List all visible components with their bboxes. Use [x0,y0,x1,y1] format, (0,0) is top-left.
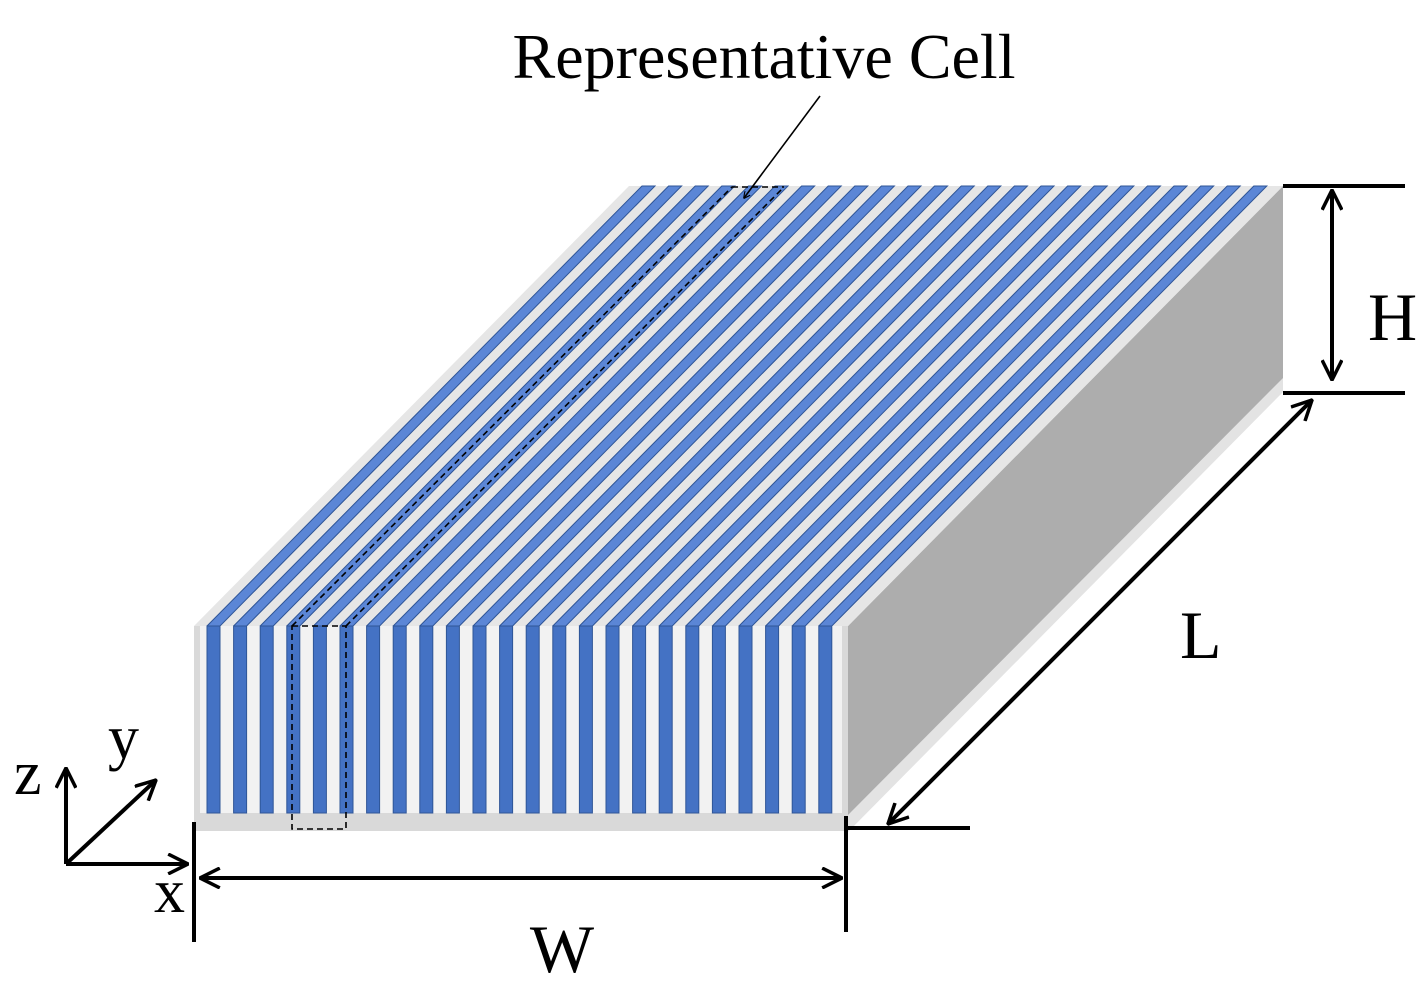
channel-cross-section [632,625,647,814]
channel-cross-section [605,625,620,814]
channel-cross-section [233,625,248,814]
top-face [194,186,1283,626]
front-channels [200,625,842,814]
height-dimension [1283,184,1405,395]
width-dimension [192,816,848,942]
channel-cross-section [499,625,514,814]
channel-cross-section [711,625,726,814]
channel-cross-section [578,625,593,814]
channel-cross-section [685,625,700,814]
channel-cross-section [445,625,460,814]
y-axis-label: y [108,704,139,772]
z-axis-label: z [14,740,42,808]
channel-cross-section [366,625,381,814]
channel-cross-section [392,625,407,814]
width-label: W [530,911,595,987]
channel-cross-section [312,625,327,814]
channel-cross-section [472,625,487,814]
length-label: L [1180,597,1222,673]
channel-cross-section [818,625,833,814]
x-axis-label: x [154,858,185,926]
callout-arrow [744,95,821,198]
length-dimension [848,400,1312,830]
top-channels [205,185,1268,627]
channel-cross-section [419,625,434,814]
callout-label: Representative Cell [513,21,1016,92]
channel-cross-section [259,625,274,814]
length-arrow [888,400,1312,824]
representative-cell [291,186,785,830]
channel-cross-section [286,625,301,814]
channel-cross-section [738,625,753,814]
representative-cell-front [291,625,347,830]
channel-walls [200,626,842,813]
channel-cross-section [791,625,806,814]
channel-cross-section [658,625,673,814]
front-base [194,813,848,831]
channel-cross-section [206,625,221,814]
representative-cell-edge-left [291,186,733,627]
channel-cross-section [552,625,567,814]
y-axis [64,780,156,866]
channel-cross-section [525,625,540,814]
axis-triad [66,768,188,864]
block [194,185,1283,832]
height-label: H [1368,279,1417,355]
channel-cross-section [765,625,780,814]
representative-cell-edge-right [345,186,785,627]
